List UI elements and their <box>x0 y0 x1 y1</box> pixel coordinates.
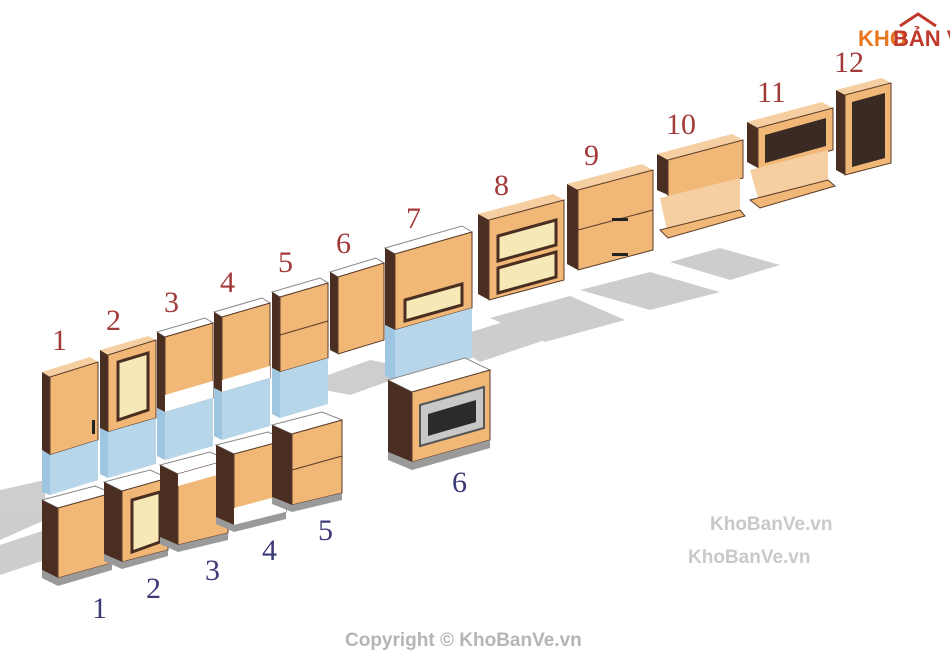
upper-label-12: 12 <box>834 46 864 79</box>
upper-label-11: 11 <box>757 76 786 109</box>
upper-label-7: 7 <box>406 202 421 235</box>
cabinet-unit-2 <box>100 336 170 569</box>
upper-label-4: 4 <box>220 266 235 299</box>
lower-label-3: 3 <box>205 554 220 587</box>
cabinet-unit-7 <box>383 225 474 380</box>
watermark-1: KhoBanVe.vn <box>710 514 832 535</box>
watermark-2: KhoBanVe.vn <box>688 547 810 568</box>
cabinet-unit-8 <box>478 194 565 301</box>
upper-label-9: 9 <box>584 139 599 172</box>
copyright-text: Copyright © KhoBanVe.vn <box>345 630 582 651</box>
upper-label-5: 5 <box>278 246 293 279</box>
lower-label-2: 2 <box>146 572 161 605</box>
oven-base-unit <box>386 357 492 470</box>
upper-cabinet-labels: 1 2 3 4 5 6 7 8 9 10 11 12 <box>52 46 864 357</box>
logo-text-banve: BẢN VẼ <box>893 26 950 51</box>
cabinet-unit-5 <box>270 277 344 512</box>
lower-label-1: 1 <box>92 592 107 625</box>
lower-label-4: 4 <box>262 534 277 567</box>
upper-label-2: 2 <box>106 304 121 337</box>
upper-label-10: 10 <box>666 108 696 141</box>
lower-label-6: 6 <box>452 466 467 499</box>
upper-label-8: 8 <box>494 169 509 202</box>
upper-label-3: 3 <box>164 286 179 319</box>
upper-label-6: 6 <box>336 227 351 260</box>
lower-label-5: 5 <box>318 514 333 547</box>
cabinet-unit-6-upper <box>328 257 386 355</box>
logo-text-kho: KHO <box>858 26 907 51</box>
cabinet-unit-9 <box>567 164 654 271</box>
cabinet-unit-1 <box>40 357 114 586</box>
cabinet-unit-11 <box>747 102 837 209</box>
upper-label-1: 1 <box>52 324 67 357</box>
roof-icon <box>899 12 937 28</box>
lower-cabinet-labels: 1 2 3 4 5 6 <box>92 466 467 625</box>
cabinet-unit-10 <box>657 134 746 239</box>
khobanve-logo: KHO BẢN VẼ <box>858 12 950 51</box>
cabinet-unit-12 <box>836 78 892 176</box>
cabinet-unit-3 <box>155 317 230 552</box>
